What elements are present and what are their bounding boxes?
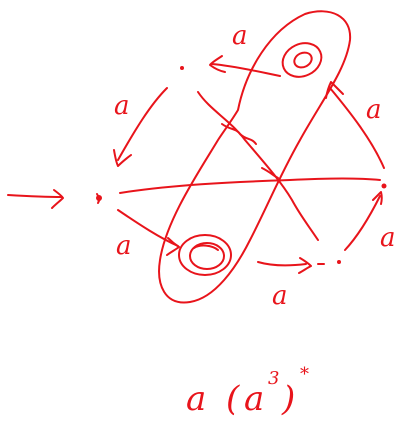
internal-edges: [119, 91, 381, 241]
state-bottom-right: [337, 260, 341, 264]
edge-bottom: [257, 257, 325, 274]
expr-star: *: [300, 364, 309, 385]
label-right-upper-edge: a: [366, 95, 382, 125]
expr-base: a: [186, 379, 206, 419]
state-top-left: [180, 66, 184, 70]
edge-upper-left: [113, 87, 168, 167]
label-lower-left-edge: a: [116, 231, 132, 261]
expr-close-paren: ): [281, 379, 295, 419]
edge-top: [209, 55, 281, 77]
label-upper-left-edge: a: [114, 91, 130, 121]
label-bottom-edge: a: [272, 281, 288, 311]
expr-inner: a: [244, 379, 264, 419]
accepting-state-top: [281, 42, 323, 78]
expr-open-paren: (: [226, 379, 240, 419]
enclosing-loop: [158, 10, 352, 304]
state-right: [381, 183, 387, 189]
accepting-state-bottom: [178, 234, 232, 276]
edge-right-lower: [344, 191, 383, 251]
state-right-dot-tail: [96, 193, 101, 204]
label-top-edge: a: [232, 21, 248, 51]
regular-expression: a ( a 3 ) *: [186, 364, 309, 419]
start-arrow: [7, 189, 64, 209]
expr-exponent: 3: [268, 368, 279, 389]
edge-lower-left: [117, 209, 180, 256]
label-right-lower-edge: a: [380, 223, 396, 253]
edge-right-upper: [325, 81, 385, 169]
